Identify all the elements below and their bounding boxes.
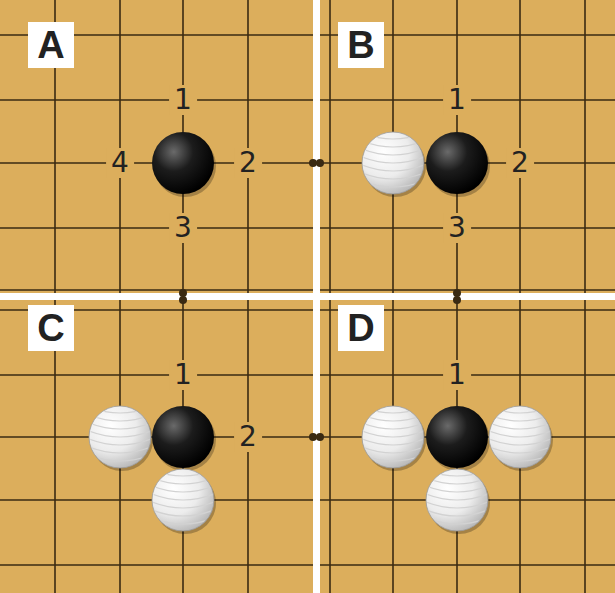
grid-line: [247, 0, 249, 293]
grid-line: [0, 227, 313, 229]
star-point: [316, 159, 324, 167]
board-panel: [0, 300, 313, 593]
black-stone: [152, 406, 214, 468]
panel-letter-box: B: [338, 22, 384, 68]
shell-stripe: [89, 439, 151, 445]
liberty-number: 2: [234, 148, 262, 178]
liberty-number: 3: [169, 213, 197, 243]
liberty-number: 1: [169, 360, 197, 390]
black-stone: [426, 406, 488, 468]
shell-stripe: [426, 494, 488, 500]
white-stone: [362, 132, 424, 194]
shell-stripe: [362, 181, 424, 187]
star-point: [179, 296, 187, 304]
star-point: [309, 433, 317, 441]
shell-stripe: [362, 455, 424, 461]
grid-line: [320, 289, 615, 291]
shell-stripe: [362, 415, 424, 421]
grid-line: [320, 564, 615, 566]
liberty-number: 1: [443, 85, 471, 115]
shell-stripe: [362, 149, 424, 155]
star-point: [453, 289, 461, 297]
star-point: [309, 159, 317, 167]
shell-stripe: [489, 415, 551, 421]
grid-line: [0, 289, 313, 291]
panel-letter: C: [37, 309, 64, 347]
grid-line: [584, 300, 586, 593]
liberty-number: 1: [443, 360, 471, 390]
shell-stripe: [362, 165, 424, 171]
white-stone: [152, 469, 214, 531]
grid-line: [0, 374, 313, 376]
shell-stripe: [426, 510, 488, 516]
white-stone: [426, 469, 488, 531]
black-stone: [152, 132, 214, 194]
grid-line: [119, 0, 121, 293]
star-point: [316, 433, 324, 441]
shell-stripe: [362, 423, 424, 429]
grid-line: [584, 0, 586, 293]
shell-stripe: [362, 157, 424, 163]
panel-letter-box: A: [28, 22, 74, 68]
shell-stripe: [489, 439, 551, 445]
shell-stripe: [152, 502, 214, 508]
grid-line: [0, 564, 313, 566]
liberty-number: 3: [443, 213, 471, 243]
shell-stripe: [489, 455, 551, 461]
shell-stripe: [426, 486, 488, 492]
shell-stripe: [426, 478, 488, 484]
liberty-number: 2: [234, 422, 262, 452]
shell-stripe: [362, 141, 424, 147]
shell-stripe: [89, 423, 151, 429]
shell-stripe: [426, 470, 488, 476]
grid-line: [329, 300, 331, 593]
white-stone: [362, 406, 424, 468]
shell-stripe: [152, 478, 214, 484]
shell-stripe: [489, 407, 551, 413]
panel-letter: D: [347, 309, 374, 347]
shell-stripe: [426, 518, 488, 524]
shell-stripe: [89, 447, 151, 453]
shell-stripe: [152, 470, 214, 476]
star-point: [179, 289, 187, 297]
white-stone: [89, 406, 151, 468]
shell-stripe: [362, 407, 424, 413]
shell-stripe: [362, 431, 424, 437]
shell-stripe: [362, 439, 424, 445]
shell-stripe: [426, 502, 488, 508]
shell-stripe: [362, 133, 424, 139]
shell-stripe: [489, 447, 551, 453]
star-point: [453, 296, 461, 304]
shell-stripe: [489, 431, 551, 437]
grid-line: [329, 0, 331, 293]
shell-stripe: [362, 447, 424, 453]
grid-line: [519, 0, 521, 293]
liberty-number: 4: [106, 148, 134, 178]
shell-stripe: [152, 510, 214, 516]
panel-letter: A: [37, 26, 64, 64]
liberty-number: 1: [169, 85, 197, 115]
shell-stripe: [152, 518, 214, 524]
panel-letter-box: D: [338, 305, 384, 351]
board-panel: [0, 0, 313, 293]
liberty-number: 2: [506, 148, 534, 178]
grid-line: [0, 99, 313, 101]
black-stone: [426, 132, 488, 194]
shell-stripe: [89, 455, 151, 461]
panel-letter-box: C: [28, 305, 74, 351]
shell-stripe: [489, 423, 551, 429]
shell-stripe: [89, 407, 151, 413]
board-panel: [320, 0, 615, 293]
shell-stripe: [89, 431, 151, 437]
white-stone: [489, 406, 551, 468]
shell-stripe: [362, 173, 424, 179]
shell-stripe: [152, 486, 214, 492]
panel-letter: B: [347, 26, 374, 64]
board-panel: [320, 300, 615, 593]
shell-stripe: [89, 415, 151, 421]
shell-stripe: [152, 494, 214, 500]
